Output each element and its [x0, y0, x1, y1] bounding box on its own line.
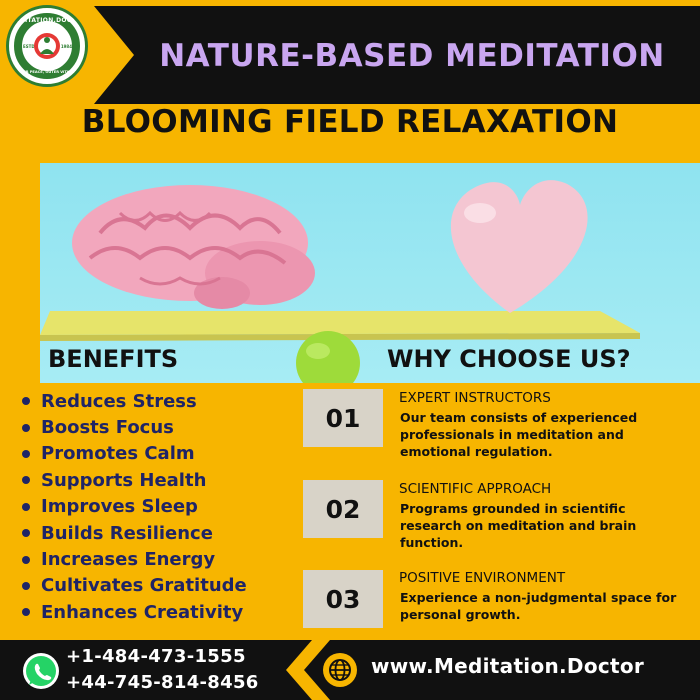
logo-year: 1984 — [60, 44, 72, 49]
reason-title-scientific-approach: SCIENTIFIC APPROACH — [399, 481, 552, 497]
page-title: NATURE-BASED MEDITATION — [159, 38, 665, 74]
heart-icon — [450, 180, 588, 313]
phone-number-us[interactable]: +1-484-473-1555 — [66, 646, 246, 667]
reason-description-expert-instructors: Our team consists of experienced profess… — [400, 410, 638, 459]
footer-contact-bar — [0, 640, 312, 700]
reason-number-01: 01 — [303, 389, 383, 447]
list-item: Reduces Stress — [22, 388, 302, 414]
bullet-icon — [22, 608, 30, 617]
globe-icon — [323, 653, 357, 687]
whatsapp-icon — [23, 653, 59, 689]
brand-logo: MEDITATION.DOCTOR ESTD. 1984 INNER PEACE… — [6, 5, 88, 87]
footer-website-bar — [304, 640, 700, 700]
reason-description-positive-environment: Experience a non-judgmental space for pe… — [400, 590, 677, 622]
bullet-icon — [22, 476, 30, 485]
logo-brand-text: MEDITATION.DOCTOR — [9, 17, 87, 24]
footer-left-shape — [0, 640, 312, 700]
page-subtitle: BLOOMING FIELD RELAXATION — [81, 104, 619, 140]
bullet-icon — [22, 581, 30, 590]
reason-title-positive-environment: POSITIVE ENVIRONMENT — [399, 570, 566, 586]
list-item: Increases Energy — [22, 546, 302, 572]
bullet-icon — [22, 555, 30, 564]
reason-description-scientific-approach: Programs grounded in scientific research… — [400, 501, 637, 550]
reason-number-03: 03 — [303, 570, 383, 628]
logo-ring — [14, 13, 80, 79]
reason-number-02: 02 — [303, 480, 383, 538]
list-item: Supports Health — [22, 467, 302, 493]
list-item: Promotes Calm — [22, 441, 302, 467]
logo-estd: ESTD. — [23, 44, 37, 49]
website-link[interactable]: www.Meditation.Doctor — [371, 654, 645, 678]
title-banner: NATURE-BASED MEDITATION — [94, 6, 700, 104]
list-item: Cultivates Gratitude — [22, 573, 302, 599]
meditation-figure-icon — [34, 33, 60, 59]
title-banner-shape — [94, 6, 700, 104]
list-item: Improves Sleep — [22, 494, 302, 520]
bullet-icon — [22, 502, 30, 511]
benefits-list: Reduces Stress Boosts Focus Promotes Cal… — [22, 388, 302, 626]
brain-heart-balance-illustration — [40, 180, 640, 383]
why-choose-us-heading: WHY CHOOSE US? — [387, 345, 631, 373]
list-item: Enhances Creativity — [22, 599, 302, 625]
reason-title-expert-instructors: EXPERT INSTRUCTORS — [399, 390, 551, 406]
bullet-icon — [22, 397, 30, 406]
phone-number-uk[interactable]: +44-745-814-8456 — [66, 672, 259, 693]
hero-illustration — [40, 163, 700, 383]
bullet-icon — [22, 423, 30, 432]
bullet-icon — [22, 449, 30, 458]
footer-right-shape — [304, 640, 700, 700]
brain-icon — [72, 185, 315, 309]
logo-tagline: INNER PEACE, OUTER VITALITY — [15, 70, 79, 74]
list-item: Builds Resilience — [22, 520, 302, 546]
list-item: Boosts Focus — [22, 414, 302, 440]
benefits-heading: BENEFITS — [48, 345, 179, 373]
bullet-icon — [22, 529, 30, 538]
